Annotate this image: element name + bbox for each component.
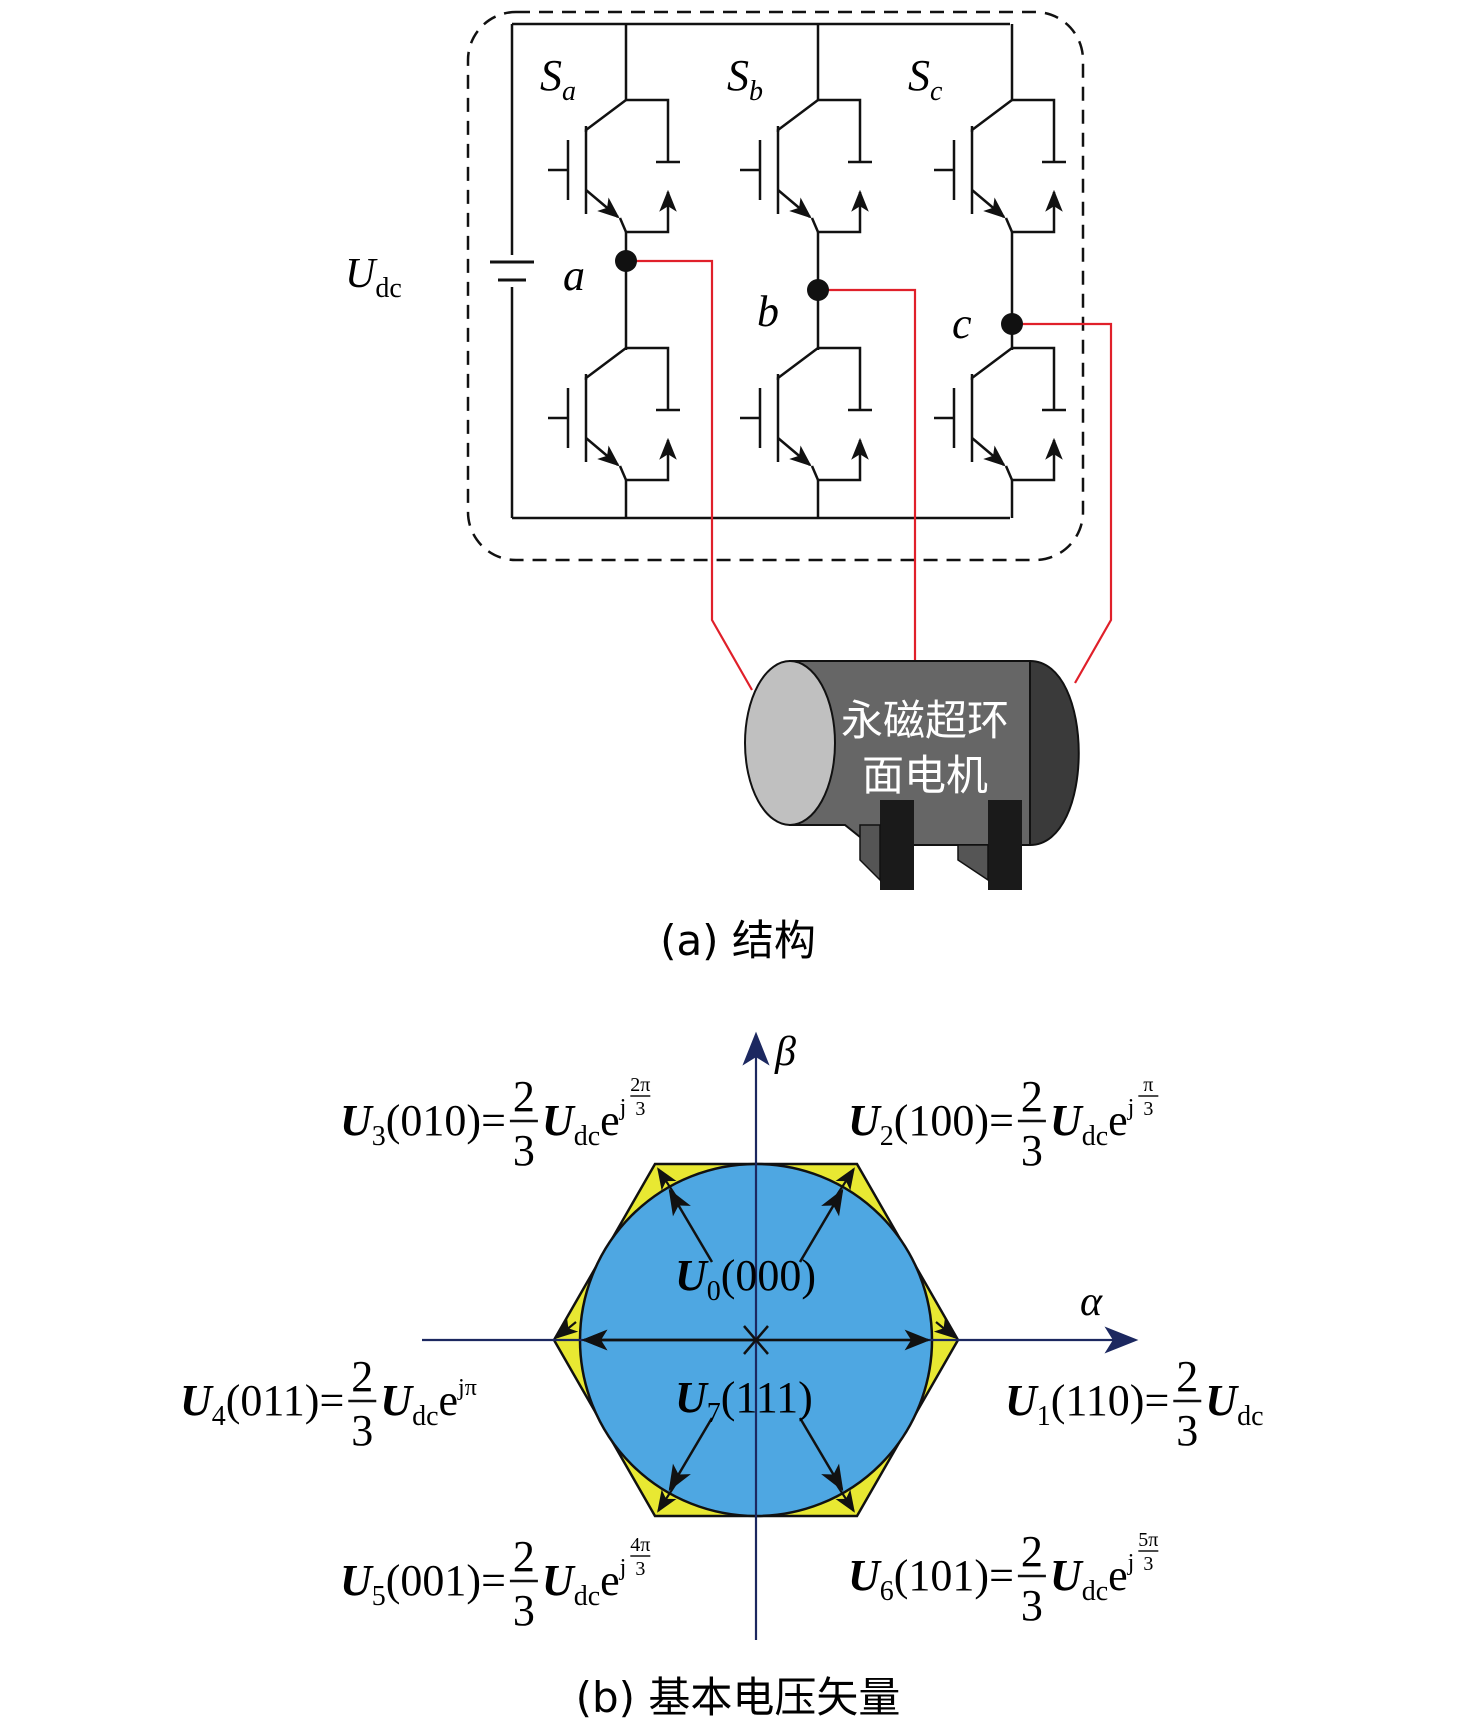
corner-arrow-6: [555, 1317, 579, 1339]
motor-label-line2: 面电机: [862, 751, 988, 800]
fraction-u4: 23: [348, 1352, 377, 1455]
motor-end-cap: [1029, 659, 1080, 847]
dc-source-label: Udc: [345, 251, 402, 304]
node-label-c: c: [952, 299, 972, 348]
beta-axis-label: β: [774, 1029, 796, 1075]
svg-text:4π: 4π: [630, 1534, 650, 1556]
node-b-dot: [807, 279, 829, 301]
fraction-u2: 23: [1017, 1072, 1046, 1175]
svg-text:2: 2: [513, 1532, 535, 1581]
motor-foot-left: [880, 800, 914, 890]
svg-text:2: 2: [1021, 1072, 1043, 1121]
vector-formulas: U1(110)=23UdcU2(100)=23Udcejπ3U3(010)=23…: [180, 1072, 1264, 1635]
svg-text:U6(101)=: U6(101)=: [848, 1551, 1014, 1607]
svg-text:U2(100)=: U2(100)=: [848, 1096, 1014, 1152]
svg-text:2: 2: [351, 1352, 373, 1401]
svg-text:3: 3: [635, 1558, 645, 1580]
inverter-leg-c: [934, 24, 1066, 518]
inverter-legs: [548, 24, 1066, 518]
switch-label-c: Sc: [908, 51, 943, 107]
svg-text:3: 3: [1143, 1553, 1153, 1575]
phase-wire-b: [818, 288, 917, 661]
inverter-diagram: Udc Sa Sb Sc a b c 永磁超环 面电机 (a) 结构: [345, 10, 1113, 965]
motor-face: [744, 660, 836, 826]
svg-text:3: 3: [635, 1098, 645, 1120]
upper-switch-b: [740, 98, 872, 234]
corner-arrow-4: [834, 1481, 855, 1513]
voltage-vectors: [555, 1167, 957, 1513]
upper-switch-a: [548, 98, 680, 234]
origin-mark: [743, 1325, 769, 1355]
svg-text:3: 3: [351, 1406, 373, 1455]
svg-text:3: 3: [513, 1126, 535, 1175]
svg-text:2π: 2π: [630, 1074, 650, 1096]
corner-arrow-2: [657, 1167, 678, 1199]
vector-arrow-u6: [798, 1417, 844, 1492]
fraction-u3: 23: [509, 1072, 538, 1175]
switch-label-a: Sa: [540, 51, 576, 107]
fraction-u5: 23: [509, 1532, 538, 1635]
node-a-dot: [615, 250, 637, 272]
svg-text:3: 3: [1176, 1406, 1198, 1455]
svg-text:U5(001)=: U5(001)=: [340, 1556, 506, 1612]
node-c-dot: [1001, 313, 1023, 335]
svg-text:Udcejπ: Udcejπ: [380, 1375, 477, 1432]
alpha-axis-label: α: [1080, 1279, 1103, 1325]
motor-label-line1: 永磁超环: [841, 696, 1009, 745]
lower-switch-b: [740, 346, 872, 482]
node-label-a: a: [563, 251, 585, 300]
lower-switch-a: [548, 346, 680, 482]
fraction-u1: 23: [1173, 1352, 1202, 1455]
svg-text:2: 2: [1176, 1352, 1198, 1401]
upper-switch-c: [934, 98, 1066, 234]
inverter-leg-a: [548, 24, 680, 518]
caption-a: (a) 结构: [660, 916, 816, 965]
svg-text:Udcej: Udcej: [542, 1095, 626, 1152]
corner-arrow-1: [834, 1167, 855, 1199]
caption-b: (b) 基本电压矢量: [576, 1673, 901, 1722]
svg-text:U4(011)=: U4(011)=: [180, 1376, 344, 1432]
svg-text:3: 3: [1143, 1098, 1153, 1120]
switch-label-b: Sb: [727, 51, 763, 107]
lower-switch-c: [934, 346, 1066, 482]
svg-text:π: π: [1143, 1074, 1153, 1096]
node-label-b: b: [757, 287, 779, 336]
dc-bus: [490, 22, 1010, 520]
svg-text:3: 3: [1021, 1126, 1043, 1175]
vector-arrow-u2: [798, 1188, 844, 1263]
inverter-enclosure: [466, 10, 1085, 562]
svg-text:3: 3: [513, 1586, 535, 1635]
svg-text:U1(110)=: U1(110)=: [1005, 1376, 1169, 1432]
corner-arrow-3: [657, 1481, 678, 1513]
svg-text:5π: 5π: [1138, 1529, 1158, 1551]
fraction-u6: 23: [1017, 1527, 1046, 1630]
svg-text:2: 2: [513, 1072, 535, 1121]
corner-arrow-5: [933, 1317, 957, 1339]
svg-text:3: 3: [1021, 1581, 1043, 1630]
vector-label-u0: U0(000): [675, 1251, 816, 1307]
svg-text:U3(010)=: U3(010)=: [340, 1096, 506, 1152]
phase-wire-c: [1012, 322, 1113, 684]
svg-text:Udcej: Udcej: [542, 1555, 626, 1612]
vector-arrow-u5: [668, 1417, 714, 1492]
svg-text:2: 2: [1021, 1527, 1043, 1576]
phase-wire-a: [626, 259, 753, 691]
svg-text:Udc: Udc: [1205, 1376, 1263, 1432]
motor: 永磁超环 面电机: [744, 659, 1080, 890]
vector-arrow-u3: [668, 1188, 714, 1263]
svg-text:Udcej: Udcej: [1050, 1095, 1134, 1152]
svg-text:Udcej: Udcej: [1050, 1550, 1134, 1607]
phase-wires: [626, 259, 1113, 691]
vector-label-u7: U7(111): [675, 1373, 813, 1429]
motor-foot-right: [988, 800, 1022, 890]
voltage-vector-diagram: α β U0(000) U7(111) U1(110)=23UdcU2(100)…: [180, 1029, 1264, 1722]
